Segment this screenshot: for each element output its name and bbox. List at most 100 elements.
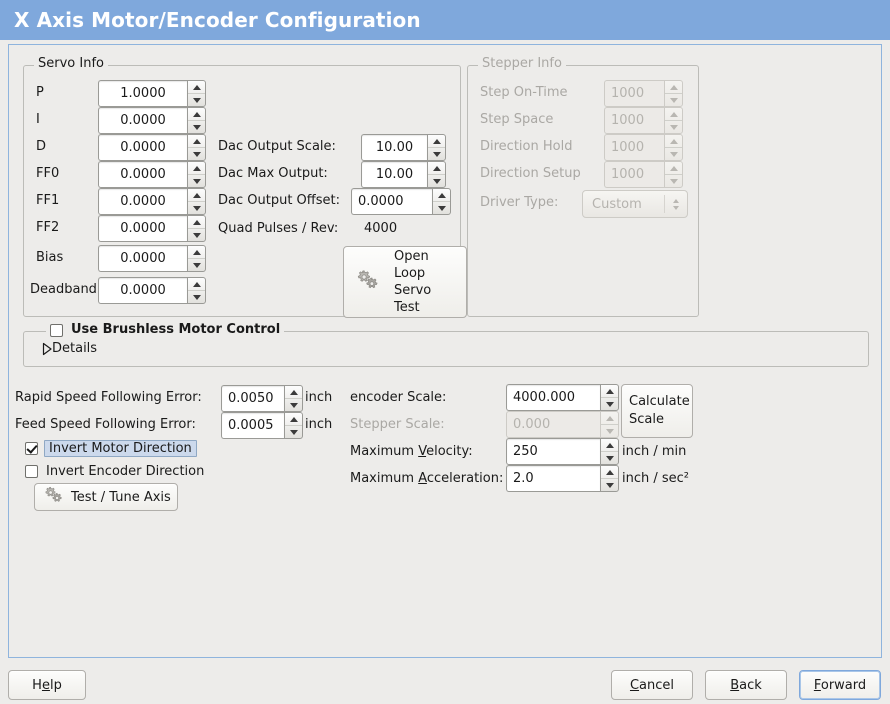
calculate-scale-button[interactable]: Calculate Scale	[621, 384, 693, 438]
spin-up-icon[interactable]	[665, 108, 682, 121]
direction-setup-spin-buttons[interactable]	[664, 161, 683, 188]
spin-down-icon[interactable]	[601, 398, 618, 410]
spin-up-icon[interactable]	[188, 189, 205, 202]
rapid-following-error-input[interactable]: 0.0050	[221, 385, 284, 412]
step-on-time-spinner[interactable]: 1000	[604, 80, 683, 107]
servo-ff2-spin-buttons[interactable]	[187, 215, 206, 242]
spin-up-icon[interactable]	[285, 413, 302, 426]
spin-down-icon[interactable]	[188, 148, 205, 160]
spin-up-icon[interactable]	[188, 108, 205, 121]
max-velocity-spin-buttons[interactable]	[600, 438, 619, 465]
spin-up-icon[interactable]	[601, 439, 618, 452]
spin-up-icon[interactable]	[188, 81, 205, 94]
feed-following-error-spinner[interactable]: 0.0005	[221, 412, 303, 439]
driver-type-combobox[interactable]: Custom	[582, 190, 688, 218]
dac-output-scale-spin-buttons[interactable]	[427, 134, 446, 161]
dac-max-output-input[interactable]: 10.00	[361, 161, 427, 188]
servo-d-input[interactable]: 0.0000	[98, 134, 187, 161]
spin-down-icon[interactable]	[665, 175, 682, 187]
back-button[interactable]: Back	[705, 670, 787, 700]
spin-down-icon[interactable]	[665, 148, 682, 160]
spin-up-icon[interactable]	[285, 386, 302, 399]
servo-i-spinner[interactable]: 0.0000	[98, 107, 206, 134]
triangle-right-icon[interactable]	[34, 342, 52, 355]
spin-down-icon[interactable]	[285, 426, 302, 438]
checkbox-box-icon[interactable]	[25, 465, 38, 478]
encoder-scale-input[interactable]: 4000.000	[506, 384, 600, 411]
spin-down-icon[interactable]	[188, 202, 205, 214]
rapid-following-error-spinner[interactable]: 0.0050	[221, 385, 303, 412]
stepper-scale-spinner[interactable]: 0.000	[506, 411, 619, 438]
spin-down-icon[interactable]	[285, 399, 302, 411]
servo-ff2-input[interactable]: 0.0000	[98, 215, 187, 242]
step-space-input[interactable]: 1000	[604, 107, 664, 134]
stepper-scale-spin-buttons[interactable]	[600, 411, 619, 438]
spin-down-icon[interactable]	[188, 291, 205, 303]
direction-setup-spinner[interactable]: 1000	[604, 161, 683, 188]
encoder-scale-spinner[interactable]: 4000.000	[506, 384, 619, 411]
dac-output-offset-spin-buttons[interactable]	[432, 188, 451, 215]
servo-deadband-input[interactable]: 0.0000	[98, 277, 187, 304]
spin-down-icon[interactable]	[188, 94, 205, 106]
spin-up-icon[interactable]	[188, 216, 205, 229]
open-loop-servo-test-button[interactable]: Open Loop Servo Test	[343, 246, 467, 318]
dac-output-scale-input[interactable]: 10.00	[361, 134, 427, 161]
direction-hold-spin-buttons[interactable]	[664, 134, 683, 161]
step-on-time-spin-buttons[interactable]	[664, 80, 683, 107]
spin-up-icon[interactable]	[428, 135, 445, 148]
checkbox-box-icon[interactable]	[25, 442, 38, 455]
spin-down-icon[interactable]	[428, 175, 445, 187]
feed-following-error-spin-buttons[interactable]	[284, 412, 303, 439]
step-space-spin-buttons[interactable]	[664, 107, 683, 134]
spin-up-icon[interactable]	[433, 189, 450, 202]
test-tune-axis-button[interactable]: Test / Tune Axis	[34, 483, 178, 511]
checkbox-box-icon[interactable]	[50, 323, 63, 337]
spin-up-icon[interactable]	[601, 385, 618, 398]
invert-encoder-direction-checkbox[interactable]: Invert Encoder Direction	[25, 464, 204, 479]
spin-up-icon[interactable]	[428, 162, 445, 175]
servo-ff1-spin-buttons[interactable]	[187, 188, 206, 215]
dac-output-scale-spinner[interactable]: 10.00	[361, 134, 446, 161]
servo-bias-spin-buttons[interactable]	[187, 245, 206, 272]
spin-down-icon[interactable]	[188, 121, 205, 133]
feed-following-error-input[interactable]: 0.0005	[221, 412, 284, 439]
direction-hold-input[interactable]: 1000	[604, 134, 664, 161]
spin-up-icon[interactable]	[601, 466, 618, 479]
invert-motor-direction-checkbox[interactable]: Invert Motor Direction	[25, 440, 197, 457]
spin-up-icon[interactable]	[188, 278, 205, 291]
dac-max-output-spinner[interactable]: 10.00	[361, 161, 446, 188]
direction-setup-input[interactable]: 1000	[604, 161, 664, 188]
spin-up-icon[interactable]	[188, 162, 205, 175]
servo-d-spinner[interactable]: 0.0000	[98, 134, 206, 161]
rapid-following-error-spin-buttons[interactable]	[284, 385, 303, 412]
spin-down-icon[interactable]	[601, 452, 618, 464]
servo-ff0-spin-buttons[interactable]	[187, 161, 206, 188]
dac-output-offset-spinner[interactable]: 0.0000	[351, 188, 451, 215]
spin-up-icon[interactable]	[188, 246, 205, 259]
servo-p-spinner[interactable]: 1.0000	[98, 80, 206, 107]
servo-ff0-input[interactable]: 0.0000	[98, 161, 187, 188]
servo-ff0-spinner[interactable]: 0.0000	[98, 161, 206, 188]
max-velocity-spinner[interactable]: 250	[506, 438, 619, 465]
servo-bias-spinner[interactable]: 0.0000	[98, 245, 206, 272]
max-acceleration-input[interactable]: 2.0	[506, 465, 600, 492]
spin-down-icon[interactable]	[428, 148, 445, 160]
spin-up-icon[interactable]	[601, 412, 618, 425]
spin-up-icon[interactable]	[188, 135, 205, 148]
spin-down-icon[interactable]	[433, 202, 450, 214]
servo-ff1-spinner[interactable]: 0.0000	[98, 188, 206, 215]
servo-p-spin-buttons[interactable]	[187, 80, 206, 107]
spin-up-icon[interactable]	[665, 162, 682, 175]
servo-ff2-spinner[interactable]: 0.0000	[98, 215, 206, 242]
direction-hold-spinner[interactable]: 1000	[604, 134, 683, 161]
dac-max-output-spin-buttons[interactable]	[427, 161, 446, 188]
spin-down-icon[interactable]	[188, 259, 205, 271]
spin-down-icon[interactable]	[188, 175, 205, 187]
servo-i-spin-buttons[interactable]	[187, 107, 206, 134]
spin-down-icon[interactable]	[665, 121, 682, 133]
spin-up-icon[interactable]	[665, 135, 682, 148]
servo-deadband-spinner[interactable]: 0.0000	[98, 277, 206, 304]
spin-down-icon[interactable]	[601, 479, 618, 491]
max-acceleration-spinner[interactable]: 2.0	[506, 465, 619, 492]
servo-d-spin-buttons[interactable]	[187, 134, 206, 161]
